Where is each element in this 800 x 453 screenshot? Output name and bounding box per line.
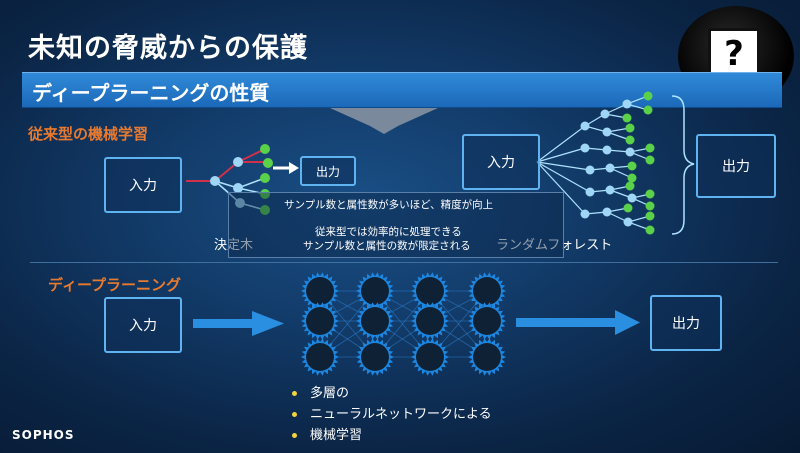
random-forest-nodes <box>580 91 655 235</box>
input-box-deep-learning: 入力 <box>104 297 182 353</box>
brace-icon <box>671 95 695 235</box>
output-box-deep-learning: 出力 <box>650 295 722 351</box>
bullet-dot-icon <box>292 433 297 438</box>
neural-network-graphic <box>301 272 506 376</box>
output-box-random-forest: 出力 <box>696 134 776 198</box>
note-line-3: サンプル数と属性の数が限定される <box>303 240 471 252</box>
input-box-random-forest: 入力 <box>462 134 540 190</box>
random-forest-label: ランダムフォレスト <box>496 238 613 253</box>
feature-list-item: ニューラルネットワークによる <box>290 404 492 425</box>
note-box <box>228 192 564 258</box>
feature-list-item: 多層の <box>290 383 492 404</box>
note-line-1: サンプル数と属性数が多いほど、精度が向上 <box>284 199 494 211</box>
bullet-dot-icon <box>292 391 297 396</box>
sophos-logo: SOPHOS <box>12 428 75 442</box>
feature-list: 多層の ニューラルネットワークによる 機械学習 <box>290 383 492 446</box>
deep-input-arrow <box>193 311 284 336</box>
decision-tree-label: 決定木 <box>214 238 254 253</box>
deep-learning-heading: ディープラーニング <box>48 276 182 294</box>
note-line-2: 従来型では効率的に処理できる <box>315 226 462 238</box>
deep-output-arrow <box>516 310 640 335</box>
feature-list-item: 機械学習 <box>290 425 492 446</box>
banner-title: ディープラーニングの性質 <box>32 81 270 105</box>
down-arrow-icon <box>330 108 438 134</box>
section-divider <box>30 262 778 263</box>
decision-tree-graphic <box>186 144 299 215</box>
bullet-dot-icon <box>292 412 297 417</box>
output-box-decision-tree: 出力 <box>300 156 356 186</box>
slide-title: 未知の脅威からの保護 <box>28 33 308 64</box>
traditional-ml-heading: 従来型の機械学習 <box>28 125 149 143</box>
input-box-decision-tree: 入力 <box>104 157 182 213</box>
banner: ディープラーニングの性質 <box>22 72 782 108</box>
